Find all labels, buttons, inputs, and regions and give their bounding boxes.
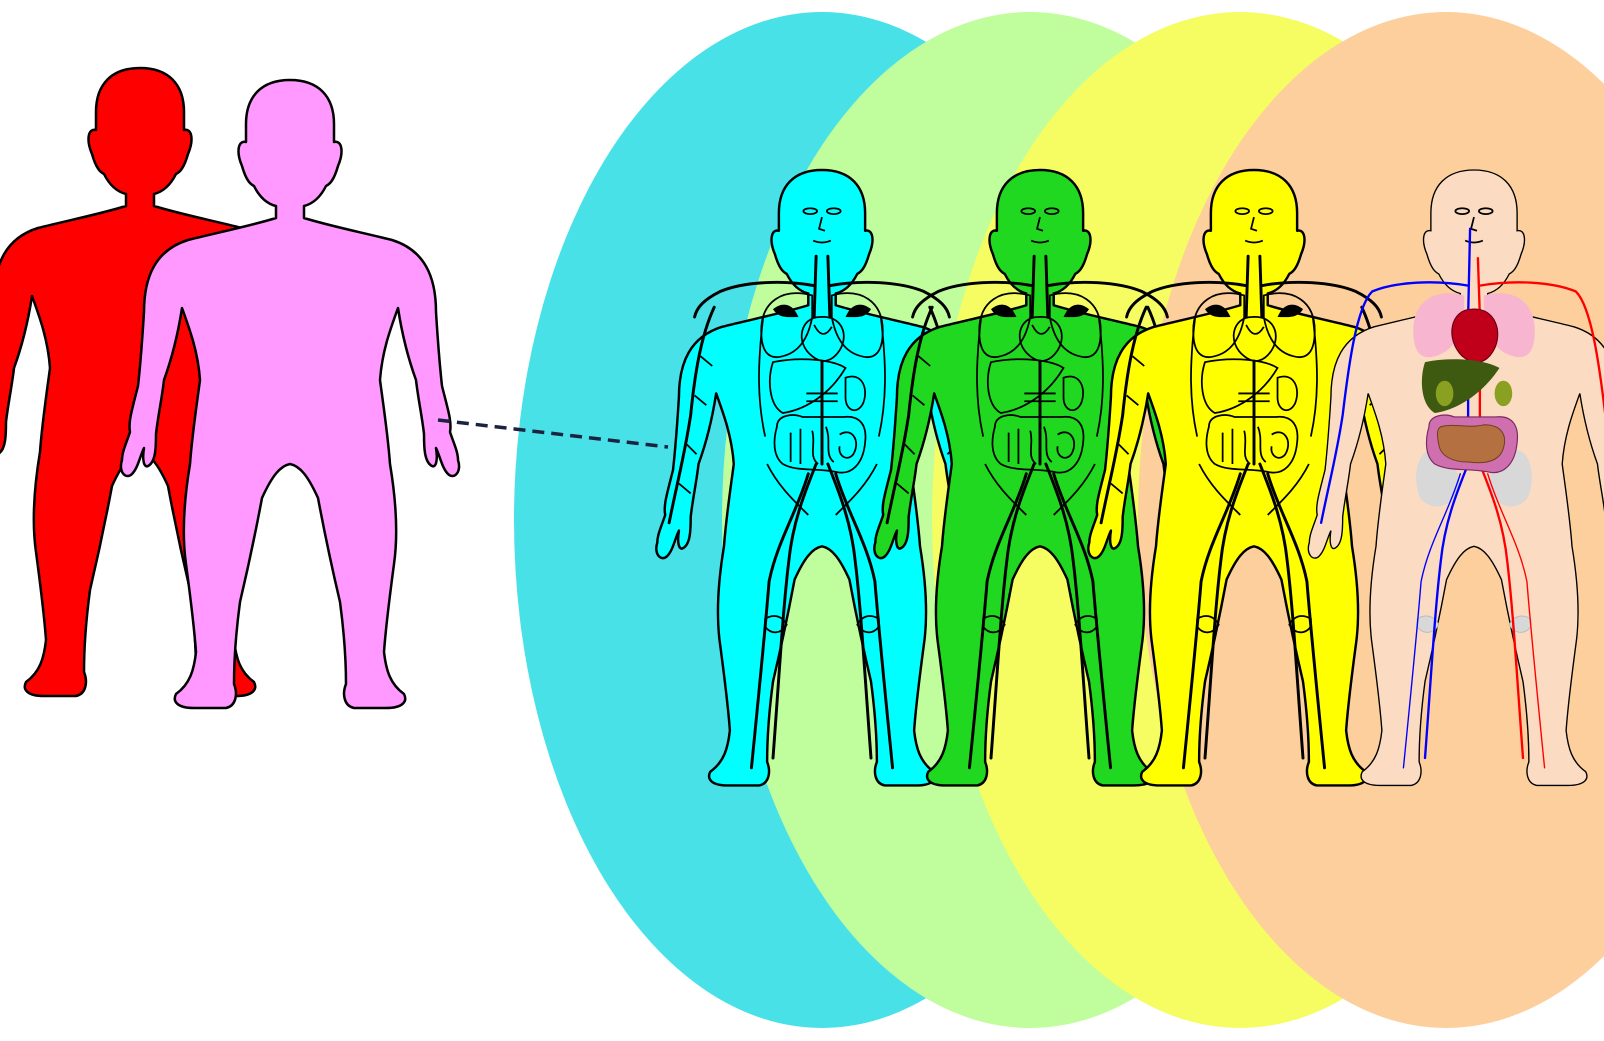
kidney-right	[1495, 381, 1513, 406]
small-intestine	[1437, 425, 1504, 463]
kidney-left	[1436, 381, 1454, 406]
